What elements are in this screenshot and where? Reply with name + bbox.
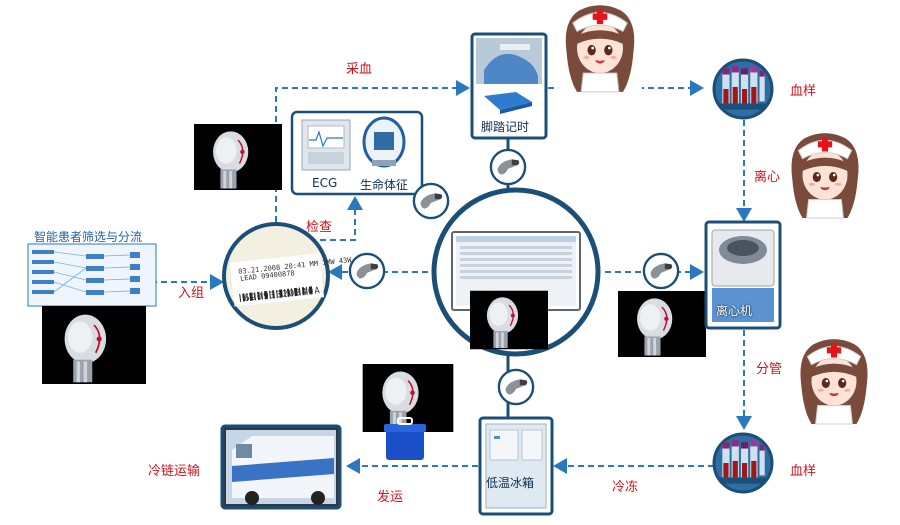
label-check: 检查 (306, 220, 333, 235)
label-vitals: 生命体征 (360, 178, 409, 192)
cooler-icon (384, 417, 426, 460)
freezer-box (478, 416, 554, 516)
nurse-icon (557, 0, 643, 94)
label-cold-chain: 冷链运输 (148, 464, 201, 479)
label-ship: 发运 (377, 490, 404, 505)
label-blood-sample-1: 血样 (790, 84, 817, 99)
scanner-icon (642, 252, 680, 290)
label-centrifuge-machine: 离心机 (716, 304, 753, 318)
label-blood-sample-2: 血样 (790, 464, 817, 479)
nurse-icon (783, 128, 867, 220)
label-collect: 采血 (346, 62, 373, 77)
label-ecg: ECG (312, 176, 338, 190)
centrifuge-box (704, 220, 782, 330)
blood-tubes-icon (712, 432, 774, 494)
scanner-icon (489, 148, 527, 186)
scanner-icon (412, 182, 450, 220)
robot-icon (470, 290, 548, 350)
robot-icon (617, 291, 707, 357)
truck-icon (220, 424, 342, 510)
screening-title: 智能患者筛选与分流 (34, 230, 143, 244)
label-aliquot: 分管 (756, 362, 783, 377)
label-centrifuge-step: 离心 (754, 170, 781, 185)
scanner-icon (497, 368, 535, 406)
screening-panel (27, 243, 157, 307)
scanner-icon (348, 252, 386, 290)
collection-box (470, 32, 548, 140)
exam-panel (290, 110, 424, 196)
nurse-icon (792, 334, 876, 426)
robot-icon (361, 364, 455, 432)
arrow-check (300, 196, 363, 241)
robot-icon (193, 124, 283, 190)
blood-tubes-icon (712, 58, 774, 120)
label-enroll: 入组 (178, 286, 205, 301)
label-foot-timer: 脚踏记时 (481, 120, 530, 134)
enroll-barcode-node (222, 222, 330, 330)
label-freezer: 低温冰箱 (486, 476, 535, 490)
robot-icon (41, 306, 147, 384)
label-freeze: 冷冻 (612, 480, 639, 495)
